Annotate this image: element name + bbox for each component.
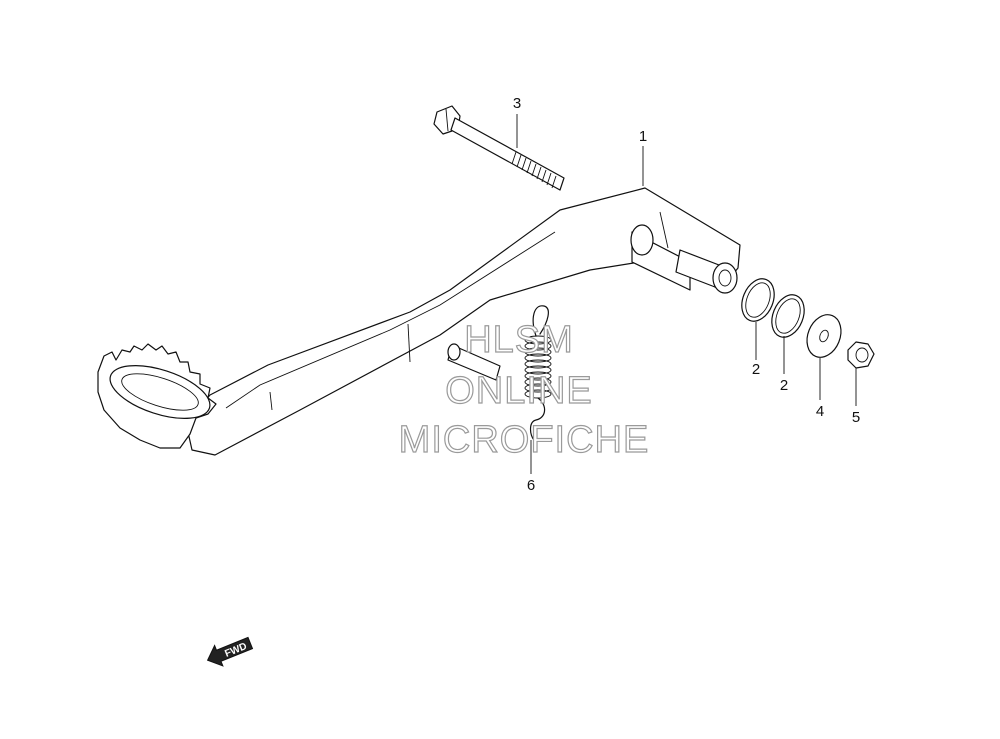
leader-lines <box>516 114 857 474</box>
callout-3: 3 <box>513 95 521 112</box>
callout-5: 5 <box>852 409 860 426</box>
watermark-line-3: MICROFICHE <box>399 419 650 461</box>
fwd-indicator: FWD <box>206 636 254 667</box>
callouts: 3 1 2 2 4 5 6 <box>513 95 860 494</box>
fwd-label: FWD <box>223 641 248 660</box>
part-6-spring <box>524 305 552 441</box>
watermark-line-1: HLSM <box>464 319 574 361</box>
part-5-nut <box>847 341 875 369</box>
foot-pad <box>97 343 217 449</box>
part-2-o-ring-a <box>741 278 775 322</box>
callout-6: 6 <box>527 477 535 494</box>
part-1-brake-pedal <box>185 187 741 456</box>
arrow-left-icon <box>206 636 254 667</box>
callout-2a: 2 <box>752 361 760 378</box>
part-2-o-ring-b <box>771 294 805 338</box>
callout-4: 4 <box>816 403 824 420</box>
callout-2b: 2 <box>780 377 788 394</box>
watermark-line-2: ONLINE <box>445 370 592 412</box>
part-3-bolt <box>433 105 565 191</box>
callout-1: 1 <box>639 128 647 145</box>
watermark: HLSM ONLINE MICROFICHE <box>398 318 650 461</box>
part-4-washer <box>806 314 842 358</box>
